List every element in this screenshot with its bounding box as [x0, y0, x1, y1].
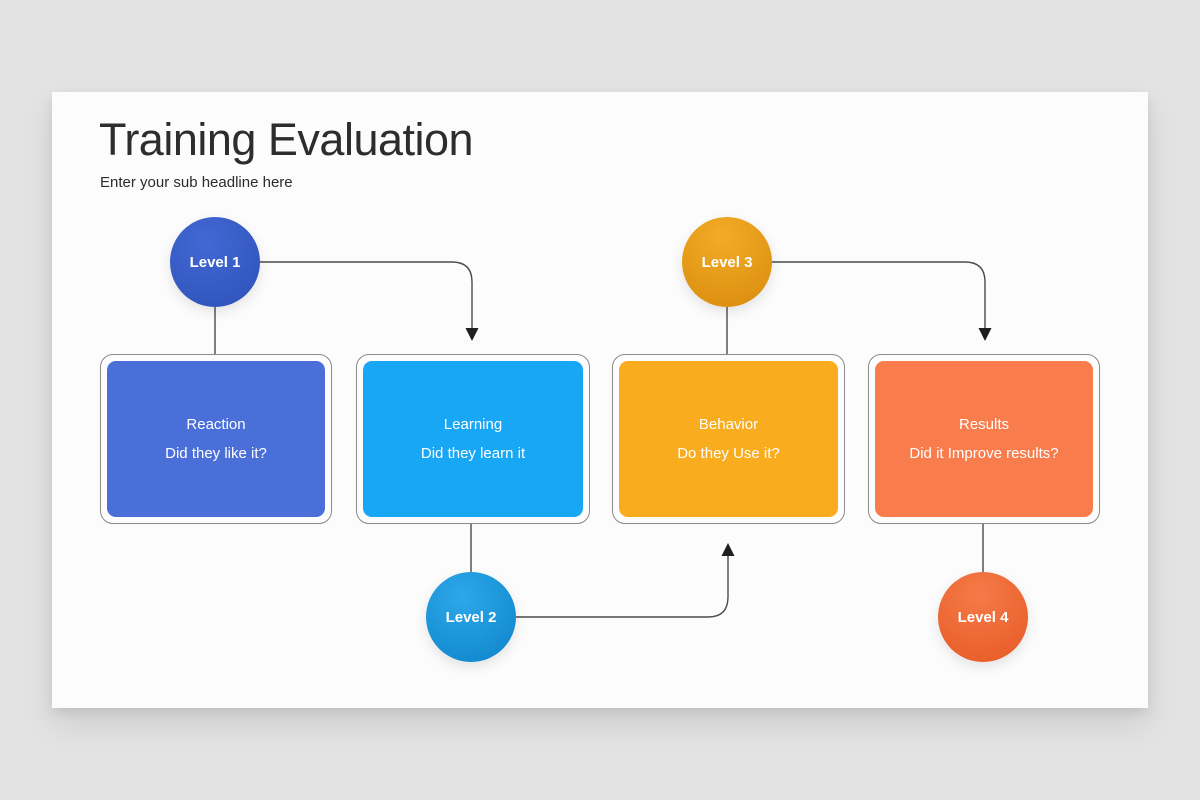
box-reaction-fill: Reaction Did they like it?: [107, 361, 325, 517]
arrowhead-down-icon: [978, 328, 992, 341]
level-label: Level 2: [445, 608, 497, 626]
connector-level2-behavior: [516, 555, 729, 618]
node-level-3: Level 3: [682, 217, 772, 307]
box-question: Did they learn it: [420, 445, 526, 462]
box-question: Do they Use it?: [677, 445, 780, 462]
connector-level3-results: [772, 261, 986, 329]
box-title: Reaction: [186, 416, 246, 433]
node-level-2: Level 2: [426, 572, 516, 662]
box-behavior-fill: Behavior Do they Use it?: [619, 361, 838, 517]
box-title: Behavior: [698, 416, 759, 433]
box-behavior: Behavior Do they Use it?: [612, 354, 845, 524]
box-results-fill: Results Did it Improve results?: [875, 361, 1093, 517]
arrowhead-down-icon: [465, 328, 479, 341]
box-question: Did they like it?: [165, 445, 267, 462]
box-title: Results: [958, 416, 1010, 433]
level-label: Level 4: [957, 608, 1009, 626]
page-title: Training Evaluation: [99, 114, 474, 165]
box-learning-fill: Learning Did they learn it: [363, 361, 583, 517]
level-label: Level 3: [701, 253, 753, 271]
box-reaction: Reaction Did they like it?: [100, 354, 332, 524]
level-label: Level 1: [189, 253, 241, 271]
node-level-4: Level 4: [938, 572, 1028, 662]
box-learning: Learning Did they learn it: [356, 354, 590, 524]
page-subtitle: Enter your sub headline here: [100, 174, 293, 191]
node-level-1: Level 1: [170, 217, 260, 307]
box-title: Learning: [443, 416, 503, 433]
box-question: Did it Improve results?: [909, 445, 1059, 462]
slide-canvas: Training Evaluation Enter your sub headl…: [52, 92, 1148, 708]
arrowhead-up-icon: [721, 543, 735, 556]
box-results: Results Did it Improve results?: [868, 354, 1100, 524]
connector-level1-learning: [260, 261, 473, 329]
